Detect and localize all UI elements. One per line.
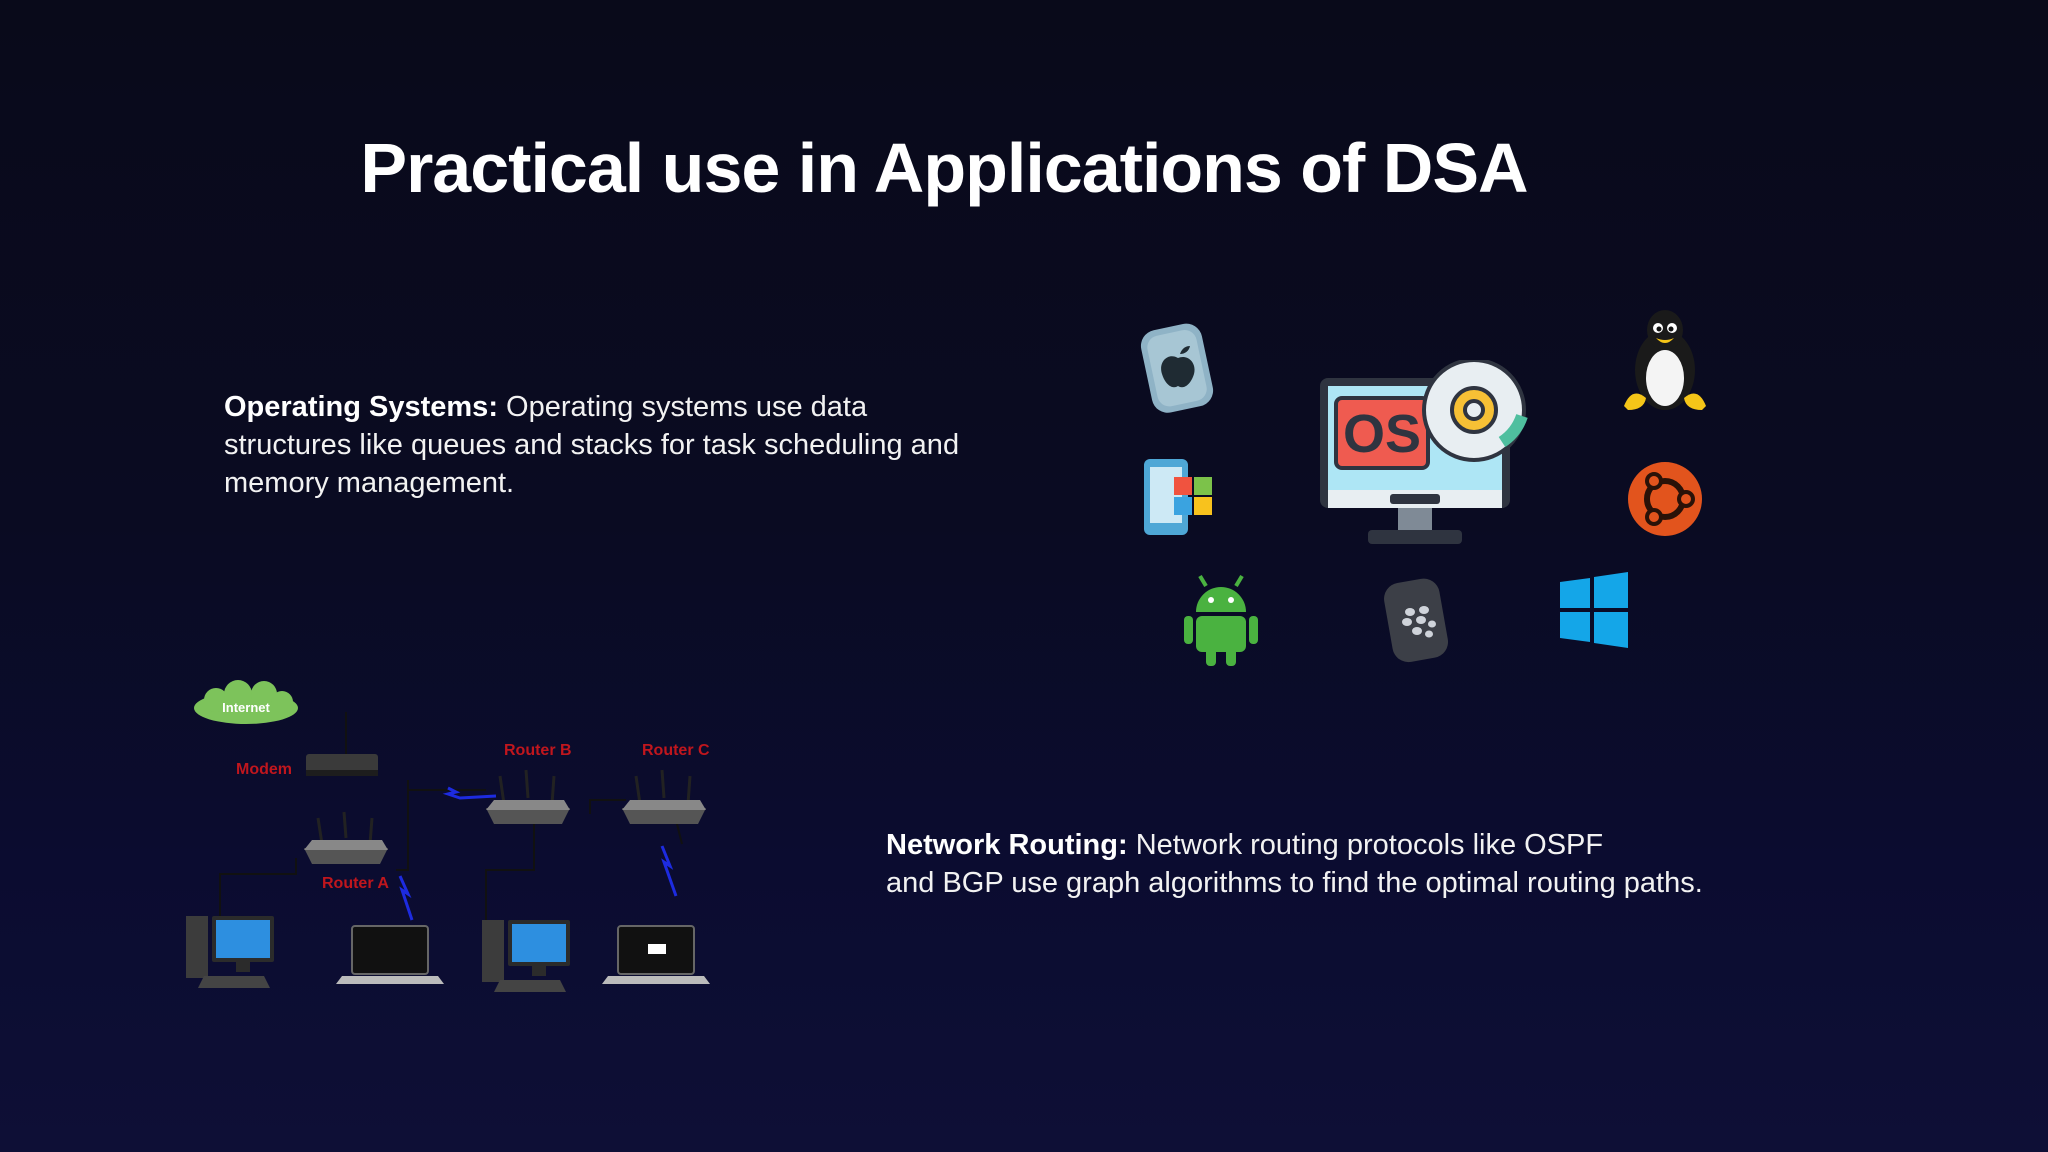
router-b-device: Router B [486, 742, 572, 824]
modem-device: Modem [236, 754, 378, 778]
blackberry-icon [1384, 578, 1449, 663]
wireless-link-routera [398, 875, 414, 921]
network-body-line2: and BGP use graph algorithms to find the… [886, 867, 1703, 899]
laptop-2 [602, 925, 710, 984]
linux-tux-icon [1624, 310, 1706, 410]
modem-label: Modem [236, 761, 292, 778]
wireless-link-routerc [660, 845, 678, 897]
slide-title: Practical use in Applications of DSA [0, 128, 2048, 208]
ubuntu-icon [1628, 462, 1702, 536]
laptop-1 [336, 925, 444, 984]
desktop-computer-2 [482, 920, 570, 992]
wireless-link-modem-routerb [442, 786, 497, 800]
os-heading: Operating Systems: [224, 391, 498, 423]
os-text: OS [1343, 404, 1421, 464]
apple-icon [1140, 323, 1214, 413]
router-a-device: Router A [304, 811, 389, 892]
os-body: Operating systems use data structures li… [224, 391, 960, 499]
network-paragraph: Network Routing: Network routing protoco… [886, 826, 1886, 902]
os-paragraph: Operating Systems: Operating systems use… [224, 388, 984, 502]
windows-tablet-icon [1144, 459, 1212, 535]
router-a-label: Router A [322, 875, 389, 892]
network-diagram: Internet Modem Router A Router B Router … [186, 680, 710, 992]
router-c-label: Router C [642, 742, 710, 759]
router-c-device: Router C [622, 742, 710, 824]
os-monitor-icon: OS [1320, 360, 1528, 544]
internet-label: Internet [222, 700, 270, 715]
windows-icon [1560, 572, 1628, 648]
network-heading: Network Routing: [886, 829, 1128, 861]
android-icon [1184, 574, 1258, 666]
router-b-label: Router B [504, 742, 572, 759]
network-body-line1: Network routing protocols like OSPF [1127, 829, 1604, 861]
slide-title-text: Practical use in Applications of DSA [360, 129, 1528, 207]
desktop-computer-1 [186, 916, 274, 988]
internet-cloud: Internet [194, 680, 298, 724]
